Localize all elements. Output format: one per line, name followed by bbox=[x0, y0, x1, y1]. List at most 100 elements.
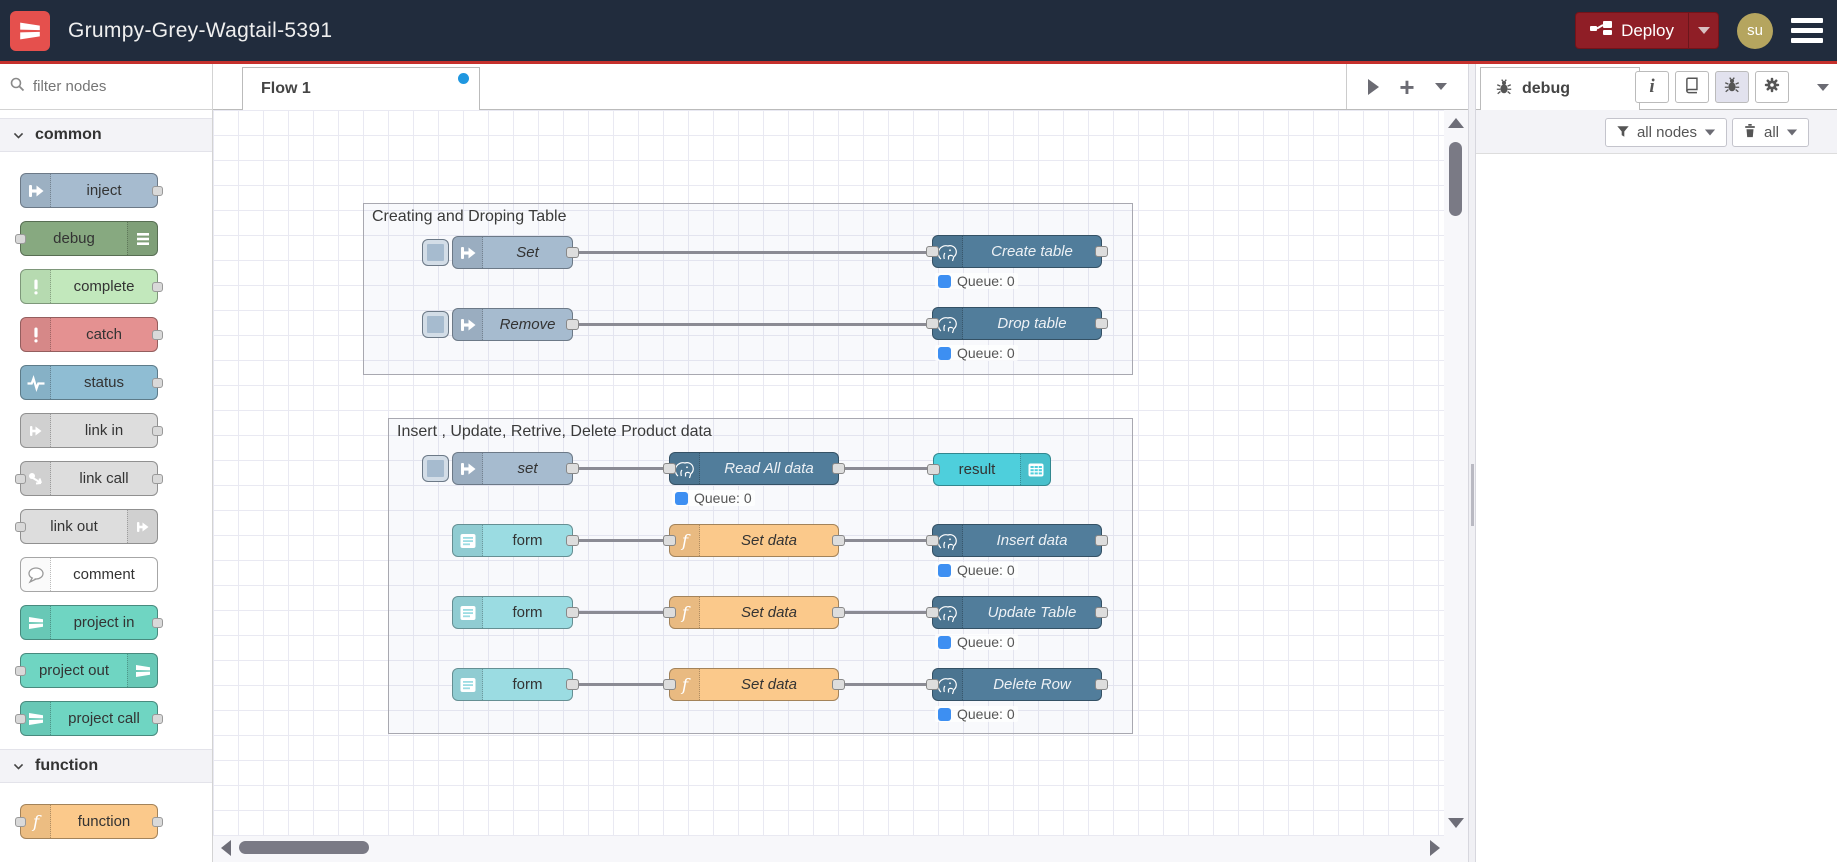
node-port-in[interactable] bbox=[663, 463, 676, 474]
canvas-hscroll-thumb[interactable] bbox=[239, 841, 369, 854]
user-avatar[interactable]: su bbox=[1737, 12, 1773, 49]
node-port-in[interactable] bbox=[663, 679, 676, 690]
palette-node-project-out[interactable]: project out bbox=[15, 653, 158, 688]
wire[interactable] bbox=[839, 467, 933, 470]
wire[interactable] bbox=[839, 683, 932, 686]
tab-debug[interactable]: debug bbox=[1480, 67, 1640, 110]
palette-node-comment[interactable]: comment bbox=[20, 557, 158, 592]
palette-node-project-call[interactable]: project call bbox=[15, 701, 163, 736]
node-port-out[interactable] bbox=[1095, 535, 1108, 546]
add-flow-icon[interactable]: + bbox=[1399, 71, 1415, 102]
canvas-vscroll-thumb[interactable] bbox=[1449, 142, 1462, 216]
node-form[interactable]: form bbox=[452, 524, 579, 557]
canvas-vertical-scrollbar[interactable] bbox=[1444, 110, 1468, 862]
node-Create-table[interactable]: Create table bbox=[926, 235, 1108, 268]
node-port-out[interactable] bbox=[566, 463, 579, 474]
palette-node-status[interactable]: status bbox=[20, 365, 163, 400]
node-form[interactable]: form bbox=[452, 596, 579, 629]
node-port-out[interactable] bbox=[1095, 246, 1108, 257]
sidebar-splitter[interactable] bbox=[1468, 64, 1476, 862]
deploy-button[interactable]: Deploy bbox=[1575, 12, 1719, 49]
wire[interactable] bbox=[573, 467, 669, 470]
node-port-out[interactable] bbox=[832, 535, 845, 546]
node-port-out[interactable] bbox=[1095, 607, 1108, 618]
node-result[interactable]: result bbox=[927, 453, 1051, 486]
wire[interactable] bbox=[573, 539, 669, 542]
inject-button[interactable] bbox=[422, 239, 449, 266]
node-Remove[interactable]: Remove bbox=[452, 308, 579, 341]
node-Update-Table[interactable]: Update Table bbox=[926, 596, 1108, 629]
sidebar-help-button[interactable] bbox=[1675, 71, 1709, 103]
node-port-out[interactable] bbox=[832, 463, 845, 474]
node-port-in[interactable] bbox=[927, 464, 940, 475]
node-port-out[interactable] bbox=[566, 535, 579, 546]
sidebar-config-button[interactable] bbox=[1755, 71, 1789, 103]
palette-node-catch[interactable]: catch bbox=[20, 317, 163, 352]
palette-node-link-out[interactable]: link out bbox=[15, 509, 158, 544]
wire[interactable] bbox=[573, 611, 669, 614]
sidebar-info-button[interactable]: i bbox=[1635, 71, 1669, 103]
main-menu-button[interactable] bbox=[1791, 18, 1823, 43]
debug-clear-button[interactable]: all bbox=[1731, 118, 1809, 147]
palette-node-complete[interactable]: complete bbox=[20, 269, 163, 304]
node-port-out[interactable] bbox=[566, 607, 579, 618]
node-port-out[interactable] bbox=[1095, 679, 1108, 690]
canvas-scroll-left-icon[interactable] bbox=[221, 840, 231, 856]
wire[interactable] bbox=[839, 539, 932, 542]
debug-filter-button[interactable]: all nodes bbox=[1604, 118, 1727, 147]
node-red-mini-icon bbox=[21, 606, 51, 639]
palette-node-link-in[interactable]: link in bbox=[20, 413, 163, 448]
node-port-out[interactable] bbox=[832, 607, 845, 618]
node-port-in[interactable] bbox=[663, 607, 676, 618]
palette-category-function[interactable]: function bbox=[0, 749, 212, 783]
node-port-in[interactable] bbox=[926, 246, 939, 257]
expand-tabs-icon[interactable] bbox=[1367, 78, 1379, 95]
wire[interactable] bbox=[573, 251, 932, 254]
inject-button[interactable] bbox=[422, 455, 449, 482]
inject-button[interactable] bbox=[422, 311, 449, 338]
canvas-scroll-right-icon[interactable] bbox=[1430, 840, 1440, 856]
wire[interactable] bbox=[573, 323, 932, 326]
node-set[interactable]: set bbox=[452, 452, 579, 485]
node-port-out[interactable] bbox=[566, 679, 579, 690]
node-port-in[interactable] bbox=[926, 607, 939, 618]
deploy-options-caret[interactable] bbox=[1688, 13, 1718, 48]
palette-category-common[interactable]: common bbox=[0, 118, 212, 152]
node-Drop-table[interactable]: Drop table bbox=[926, 307, 1108, 340]
node-port-out[interactable] bbox=[1095, 318, 1108, 329]
palette-node-debug[interactable]: debug bbox=[15, 221, 158, 256]
node-Delete-Row[interactable]: Delete Row bbox=[926, 668, 1108, 701]
wire[interactable] bbox=[573, 683, 669, 686]
palette-node-project-in[interactable]: project in bbox=[20, 605, 163, 640]
node-port bbox=[15, 816, 26, 827]
flow-group[interactable]: Creating and Droping Table bbox=[363, 203, 1133, 375]
node-port-in[interactable] bbox=[926, 679, 939, 690]
filter-nodes-input[interactable] bbox=[33, 78, 183, 95]
flow-list-icon[interactable] bbox=[1435, 83, 1448, 90]
splitter-handle[interactable] bbox=[1471, 464, 1474, 526]
canvas-scroll-down-icon[interactable] bbox=[1448, 818, 1464, 828]
node-port-out[interactable] bbox=[566, 247, 579, 258]
tab-flow-1[interactable]: Flow 1 bbox=[242, 67, 480, 110]
node-port-out[interactable] bbox=[832, 679, 845, 690]
canvas-horizontal-scrollbar[interactable] bbox=[213, 836, 1444, 862]
node-port-in[interactable] bbox=[663, 535, 676, 546]
node-Set[interactable]: Set bbox=[452, 236, 579, 269]
palette-node-inject[interactable]: inject bbox=[20, 173, 163, 208]
wire[interactable] bbox=[839, 611, 932, 614]
node-port-in[interactable] bbox=[926, 535, 939, 546]
node-Insert-data[interactable]: Insert data bbox=[926, 524, 1108, 557]
sidebar-more-icon[interactable] bbox=[1817, 84, 1829, 91]
palette-node-link-call[interactable]: link call bbox=[15, 461, 163, 496]
node-form[interactable]: form bbox=[452, 668, 579, 701]
canvas-scroll-up-icon[interactable] bbox=[1448, 118, 1464, 128]
node-port-in[interactable] bbox=[926, 318, 939, 329]
node-Read-All-data[interactable]: Read All data bbox=[663, 452, 845, 485]
node-port-out[interactable] bbox=[566, 319, 579, 330]
sidebar-debug-button[interactable] bbox=[1715, 71, 1749, 103]
